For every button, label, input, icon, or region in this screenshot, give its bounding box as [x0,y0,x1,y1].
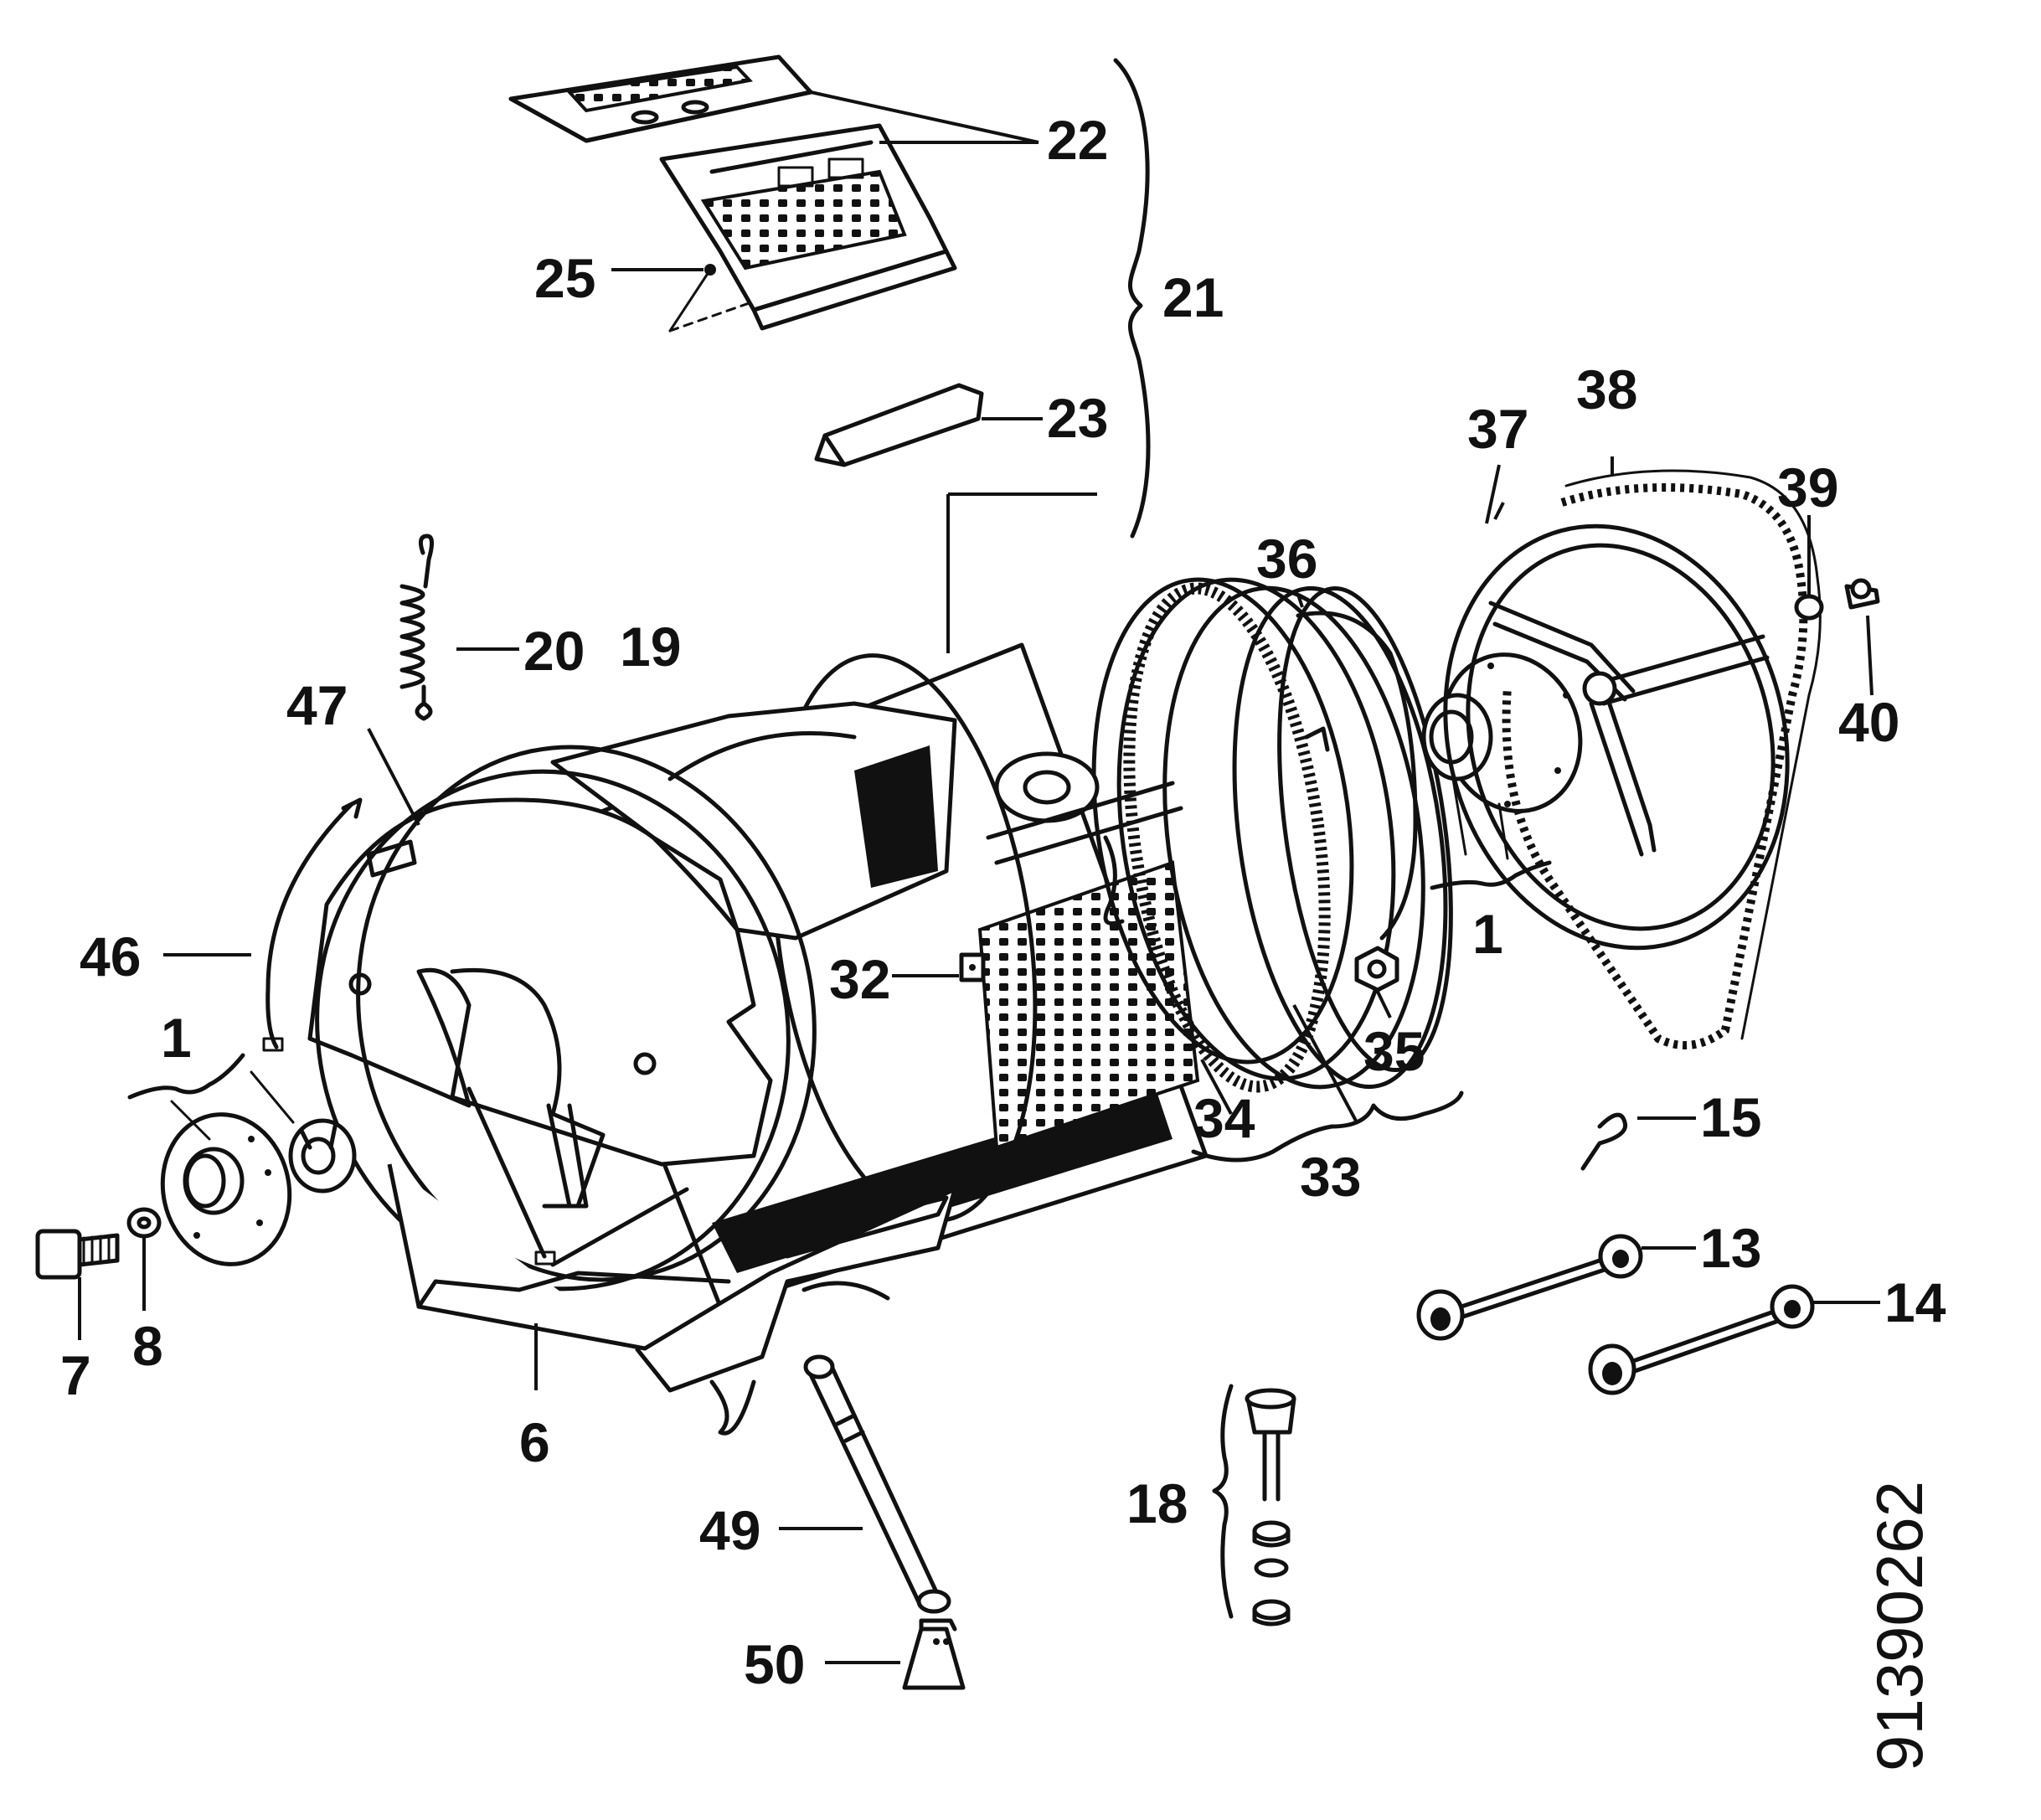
callout-13: 13 [1700,1217,1761,1279]
part-32-clip [959,952,986,982]
part-35-nut [1354,946,1399,992]
part-1-left-flange [160,1112,292,1266]
part-14-rod [1588,1284,1880,1395]
part-37-pulley [1443,502,1790,951]
part-1-left-bearing [288,1118,357,1194]
callout-38: 38 [1576,358,1637,420]
leader-22 [810,90,1039,144]
callout-20: 20 [523,620,585,682]
group-33-bracket [1191,1004,1464,1163]
callout-46: 46 [80,925,141,987]
callout-23: 23 [1047,387,1108,449]
callout-18: 18 [1126,1472,1188,1534]
part-38-belt [1502,456,1822,1049]
part-36-drum-back [1296,594,1418,941]
part-50-bracket [902,1618,966,1690]
callout-49: 49 [699,1499,760,1561]
part-8-washer [126,1207,162,1239]
part-23-bracket [814,383,984,467]
callout-22: 22 [1047,109,1108,171]
callout-25: 25 [534,247,595,309]
callout-37: 37 [1467,398,1528,460]
callout-36: 36 [1256,528,1317,590]
callout-21: 21 [1162,266,1224,328]
callout-35: 35 [1363,1020,1425,1082]
part-22-upper-panel [508,54,813,143]
callout-15: 15 [1700,1086,1761,1148]
document-number: 91390262 [1863,1481,1936,1771]
callout-33: 33 [1300,1146,1361,1208]
part-15-clip [1580,1112,1696,1171]
part-25-screw [668,264,755,333]
leader-19 [946,492,1097,653]
part-6-base [387,1163,957,1436]
part-7-bolt [35,1229,120,1280]
callout-1b: 1 [1472,903,1503,965]
leader-35 [1375,989,1392,1018]
callout-8: 8 [132,1315,163,1377]
callout-6: 6 [519,1411,550,1473]
callout-32: 32 [829,948,890,1010]
group-21-brace [1113,58,1151,539]
callout-7: 7 [60,1344,91,1406]
part-39-washer [1794,515,1824,621]
callout-39: 39 [1777,456,1838,518]
callout-1a: 1 [161,1007,192,1069]
callout-34: 34 [1193,1087,1255,1149]
part-20-spring [399,534,434,721]
group-1-left-bracket [127,1053,295,1141]
leader-37 [1485,464,1501,524]
part-13-rod [1416,1234,1696,1341]
part-49-damper [803,1354,951,1614]
callout-47: 47 [286,674,348,736]
callout-14: 14 [1884,1271,1946,1333]
part-18-foot-set [1212,1384,1296,1627]
part-22-lower-panel [659,123,957,331]
leader-47 [367,728,420,826]
part-46-wire [262,797,363,1052]
callout-50: 50 [744,1633,805,1695]
callout-19: 19 [620,616,681,678]
callout-40: 40 [1838,691,1899,753]
part-40-screw [1844,578,1880,696]
